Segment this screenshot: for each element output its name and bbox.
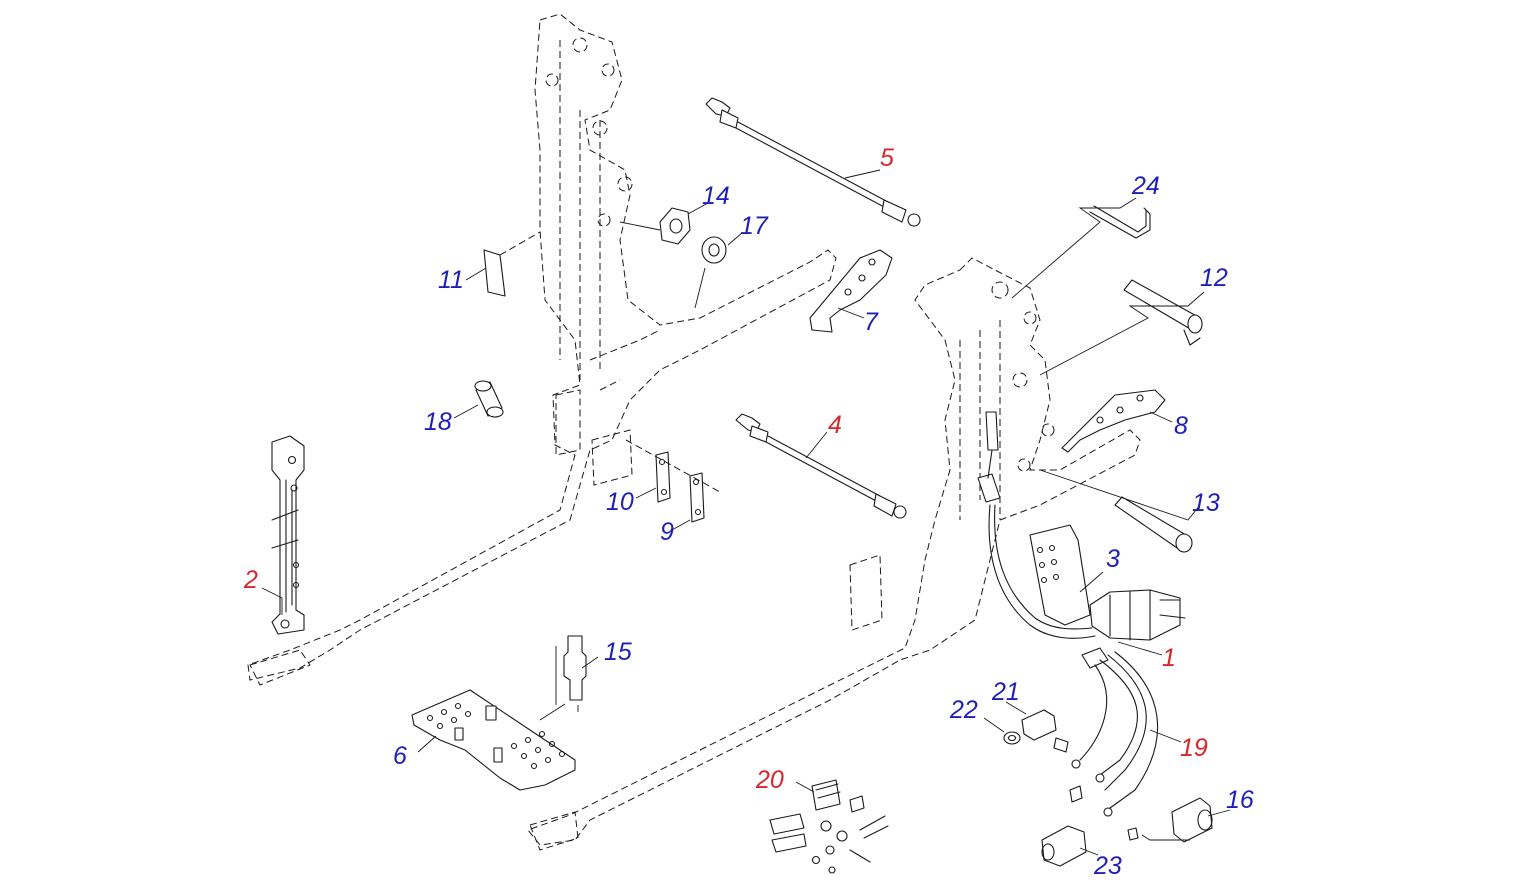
part-16-fitting xyxy=(1171,797,1213,843)
part-12-pin xyxy=(1123,279,1203,346)
callout-18: 18 xyxy=(424,408,452,436)
part-1-valve xyxy=(1081,589,1186,669)
part-6-plate xyxy=(411,689,576,791)
callout-17: 17 xyxy=(740,212,769,240)
part-10-strap xyxy=(655,451,671,503)
callout-11: 11 xyxy=(438,266,464,294)
callout-9: 9 xyxy=(660,518,674,546)
part-21-fitting xyxy=(1021,709,1069,753)
callout-21: 21 xyxy=(991,678,1020,706)
callout-10: 10 xyxy=(606,488,634,516)
part-4-hose xyxy=(735,413,907,519)
part-20-kit xyxy=(769,779,889,874)
callout-24: 24 xyxy=(1131,172,1160,200)
part-3-bracket xyxy=(1029,524,1091,626)
part-13-pin xyxy=(1114,496,1193,553)
part-19-hoses xyxy=(1071,651,1159,817)
callout-16: 16 xyxy=(1226,786,1254,814)
part-14-nut xyxy=(659,207,691,245)
callout-22: 22 xyxy=(949,696,978,724)
callout-2: 2 xyxy=(243,566,258,594)
part-2-stand xyxy=(271,435,305,635)
right-frame xyxy=(527,257,1141,851)
callout-5: 5 xyxy=(880,144,894,172)
part-18-bushing xyxy=(474,380,504,418)
callout-23: 23 xyxy=(1093,852,1122,880)
callout-3: 3 xyxy=(1106,545,1120,573)
part-9-strap xyxy=(689,472,705,523)
callout-13: 13 xyxy=(1192,489,1220,517)
part-24-pin xyxy=(1089,205,1151,239)
callout-8: 8 xyxy=(1174,412,1188,440)
callout-4: 4 xyxy=(828,411,842,439)
part-5-hose xyxy=(705,97,921,227)
callout-1: 1 xyxy=(1162,644,1176,672)
control-lever-cable xyxy=(977,411,1096,639)
part-17-washer xyxy=(701,236,727,264)
callout-14: 14 xyxy=(702,182,730,210)
callout-20: 20 xyxy=(755,766,784,794)
left-frame xyxy=(247,13,837,686)
part-22-seal xyxy=(1003,731,1021,745)
part-15-stud xyxy=(555,635,587,712)
callout-6: 6 xyxy=(393,742,407,770)
part-23-coupler xyxy=(1041,785,1139,867)
part-8-bracket xyxy=(1061,389,1166,453)
leader-lines xyxy=(261,169,1231,856)
callout-7: 7 xyxy=(864,308,879,336)
callout-12: 12 xyxy=(1200,264,1228,292)
callout-labels: 1 2 3 4 5 6 7 8 9 10 11 12 13 14 15 16 1… xyxy=(243,144,1254,880)
callout-15: 15 xyxy=(604,638,632,666)
part-7-bracket xyxy=(809,249,893,333)
callout-19: 19 xyxy=(1180,734,1208,762)
part-11-bracket xyxy=(483,231,541,297)
